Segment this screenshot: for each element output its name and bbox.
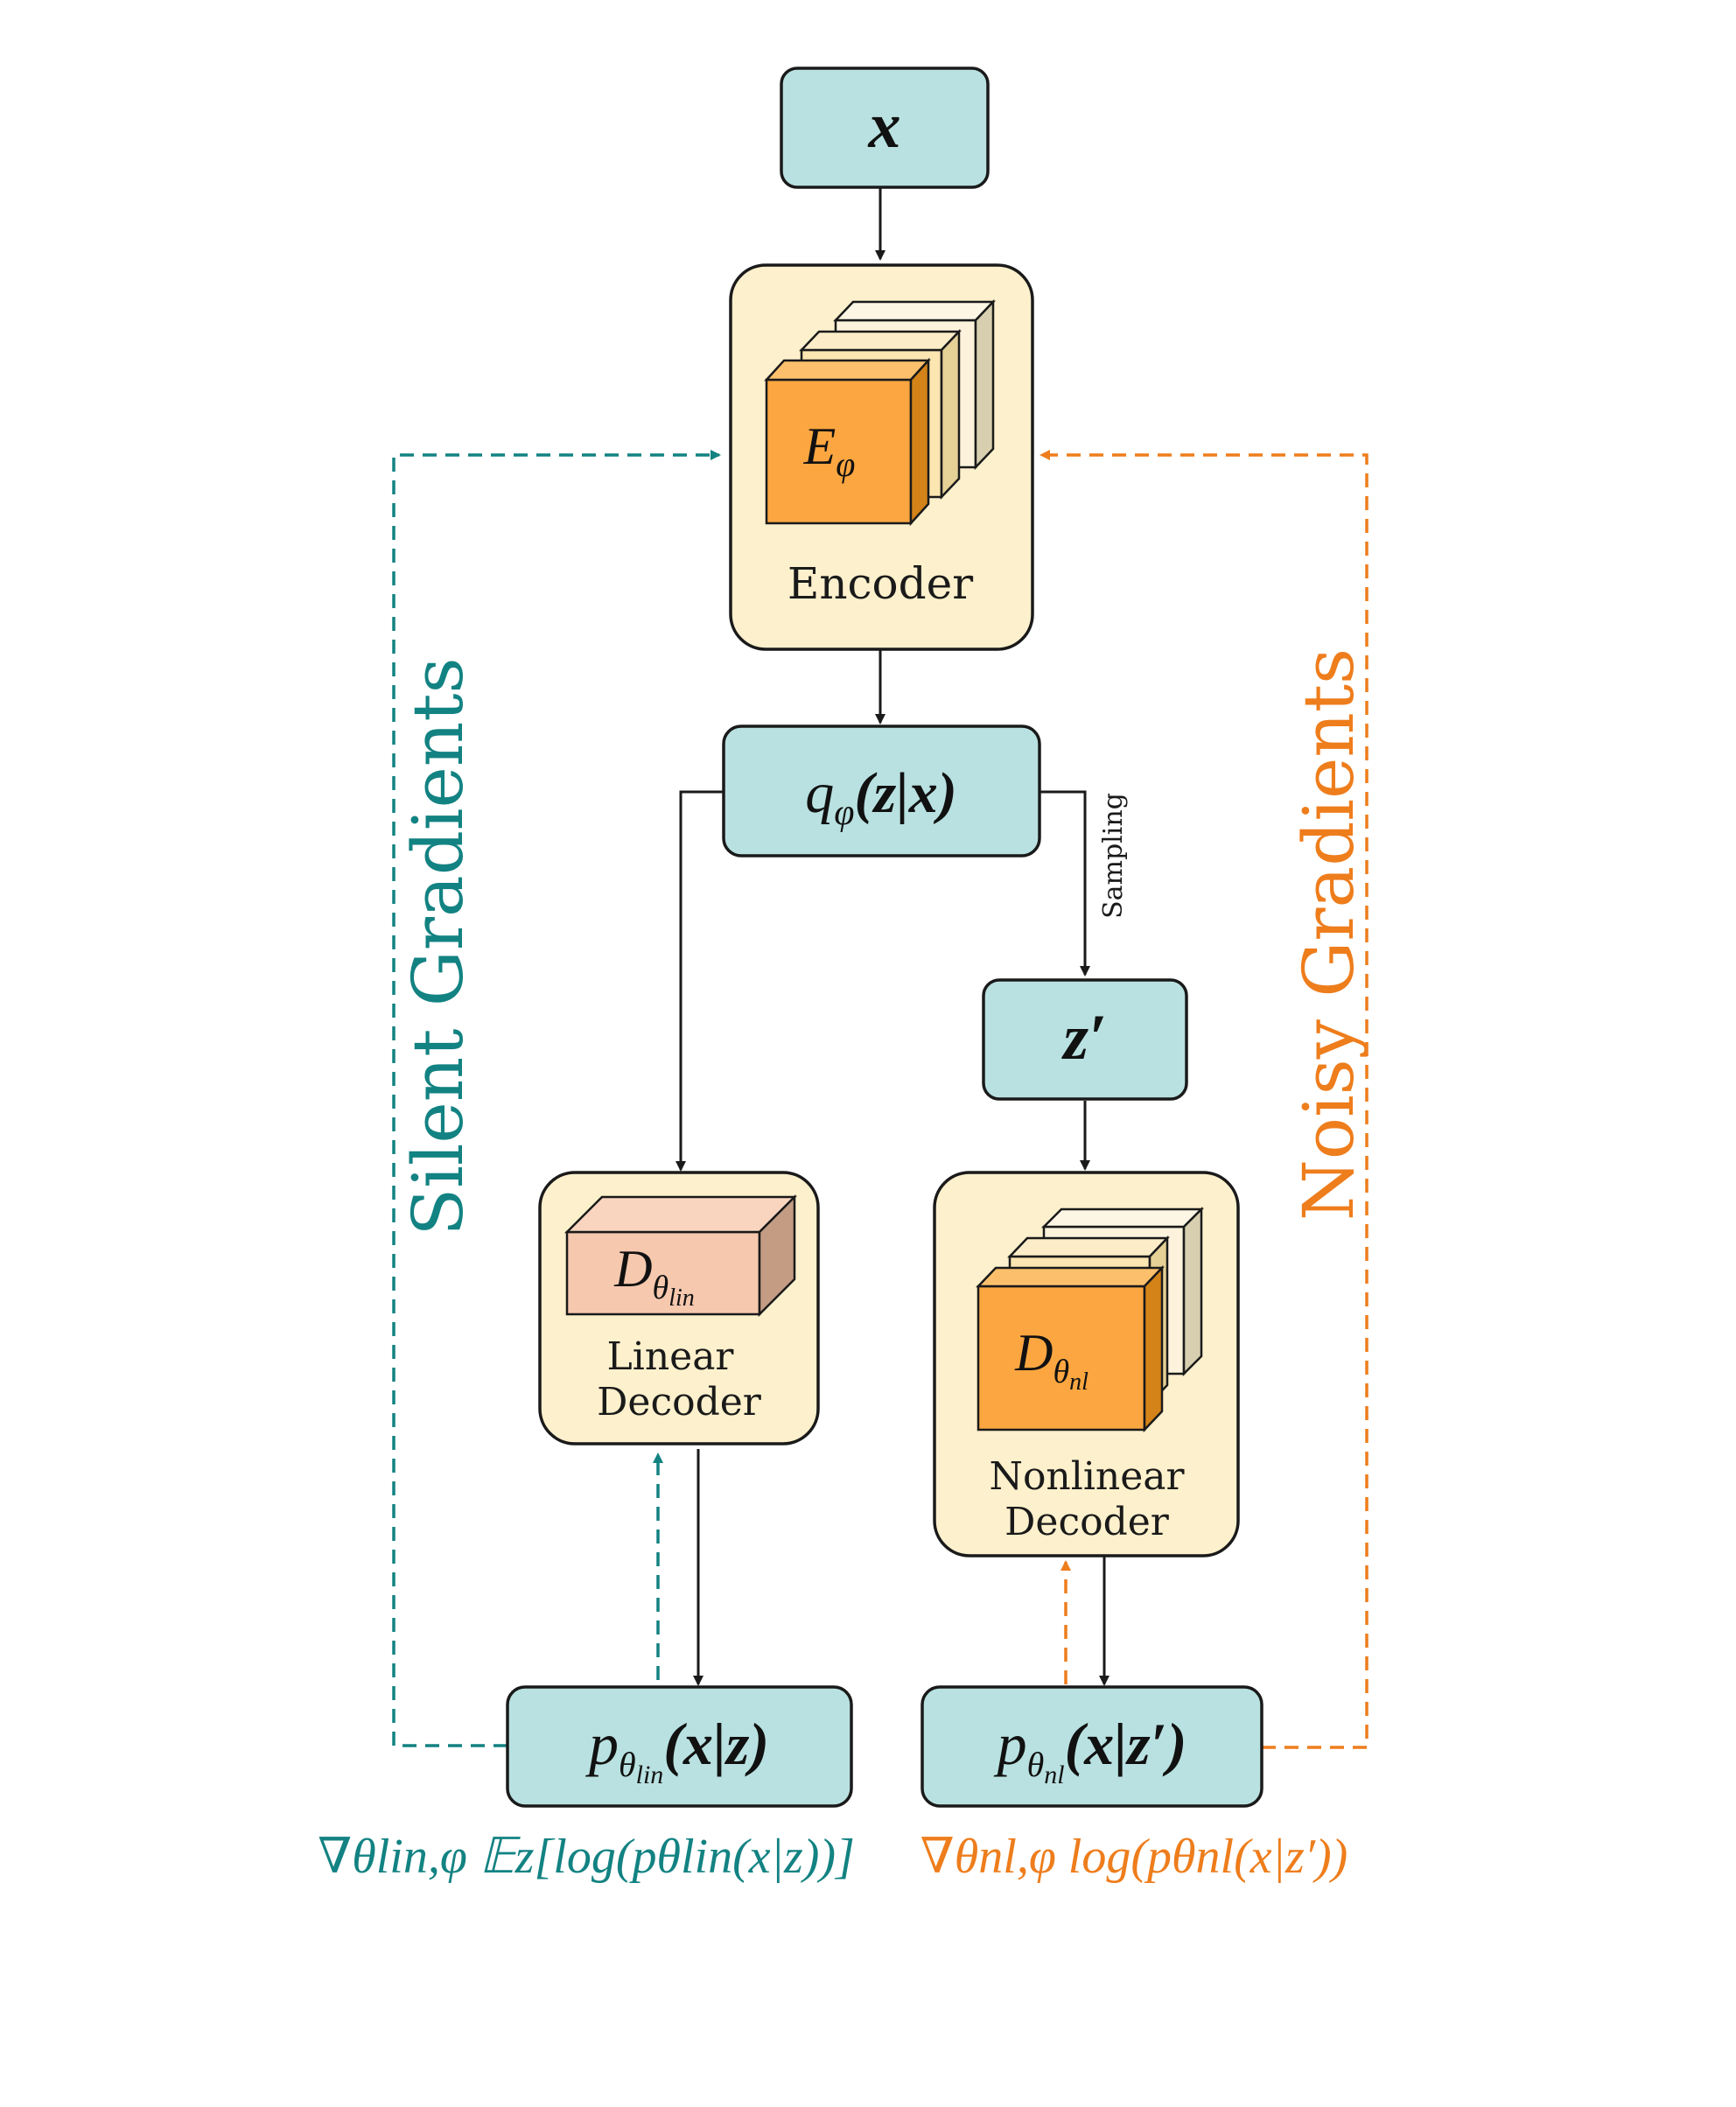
nonlinear-decoder-symbol-subsub: nl [1069, 1368, 1088, 1396]
encoder-symbol: Eφ [803, 417, 856, 484]
encoder-symbol-sub: φ [836, 444, 855, 484]
noisy-gradient-path [1040, 450, 1368, 1749]
encoder-network-icon [764, 298, 996, 527]
input-x-symbol: x [868, 90, 901, 162]
likelihood-lin-formula: pθlin(x|z) [585, 1711, 769, 1789]
likelihood-lin-node: pθlin(x|z) [506, 1685, 853, 1808]
sample-z-symbol: z′ [1060, 1002, 1107, 1074]
silent-gradient-path [392, 450, 721, 1747]
likelihood-nl-func: p [994, 1711, 1027, 1777]
linear-decoder-symbol-subsub: lin [668, 1284, 695, 1312]
likelihood-lin-subsub: lin [636, 1760, 664, 1789]
silent-gradient-formula: ∇θlin,φ 𝔼z[log(pθlin(x|z))] [318, 1830, 855, 1884]
posterior-node: qφ(z|x) [722, 724, 1041, 858]
linear-decoder-symbol-main: D [613, 1240, 652, 1298]
likelihood-lin-sub: θ [619, 1745, 636, 1784]
posterior-func: q [805, 761, 834, 825]
posterior-sub: φ [834, 793, 854, 833]
noisy-gradients-label: Noisy Gradients [1288, 648, 1369, 1221]
likelihood-nl-sub: θ [1027, 1745, 1045, 1784]
sample-z-node: z′ [982, 978, 1188, 1101]
noisy-gradient-formula: ∇θnl,φ log(pθnl(x|z′)) [920, 1830, 1348, 1884]
likelihood-lin-func: p [585, 1711, 619, 1777]
linear-decoder-node: Dθlin Linear Decoder [538, 1171, 820, 1446]
linear-decoder-label-1: Linear [607, 1334, 735, 1379]
encoder-label: Encoder [788, 558, 973, 609]
likelihood-lin-args: (x|z) [663, 1711, 769, 1777]
likelihood-nl-formula: pθnl(x|z′) [994, 1711, 1187, 1789]
encoder-symbol-main: E [803, 417, 836, 475]
forward-arrows [676, 187, 1110, 1686]
encoder-node: Eφ Encoder [729, 263, 1034, 651]
sampling-label: Sampling [1098, 793, 1129, 919]
linear-decoder-symbol-sub: θ [653, 1270, 669, 1306]
likelihood-nl-subsub: nl [1044, 1760, 1064, 1789]
input-x-node: x [780, 66, 990, 189]
nonlinear-decoder-symbol: Dθnl [1014, 1324, 1088, 1396]
nonlinear-decoder-label-2: Decoder [1004, 1500, 1170, 1544]
nonlinear-decoder-network-icon [976, 1206, 1205, 1433]
posterior-formula: qφ(z|x) [805, 761, 956, 833]
linear-decoder-symbol: Dθlin [613, 1240, 695, 1312]
silent-gradients-label: Silent Gradients [397, 657, 479, 1236]
nonlinear-decoder-symbol-main: D [1014, 1324, 1053, 1382]
likelihood-nl-args: (x|z′) [1065, 1711, 1187, 1777]
posterior-args: (z|x) [855, 761, 957, 825]
nonlinear-decoder-label-1: Nonlinear [989, 1454, 1185, 1499]
likelihood-nl-node: pθnl(x|z′) [920, 1685, 1264, 1808]
nonlinear-decoder-symbol-sub: θ [1053, 1354, 1069, 1390]
nonlinear-decoder-node: Dθnl Nonlinear Decoder [933, 1171, 1240, 1558]
linear-decoder-block-icon [564, 1194, 798, 1318]
linear-decoder-label-2: Decoder [597, 1380, 762, 1424]
